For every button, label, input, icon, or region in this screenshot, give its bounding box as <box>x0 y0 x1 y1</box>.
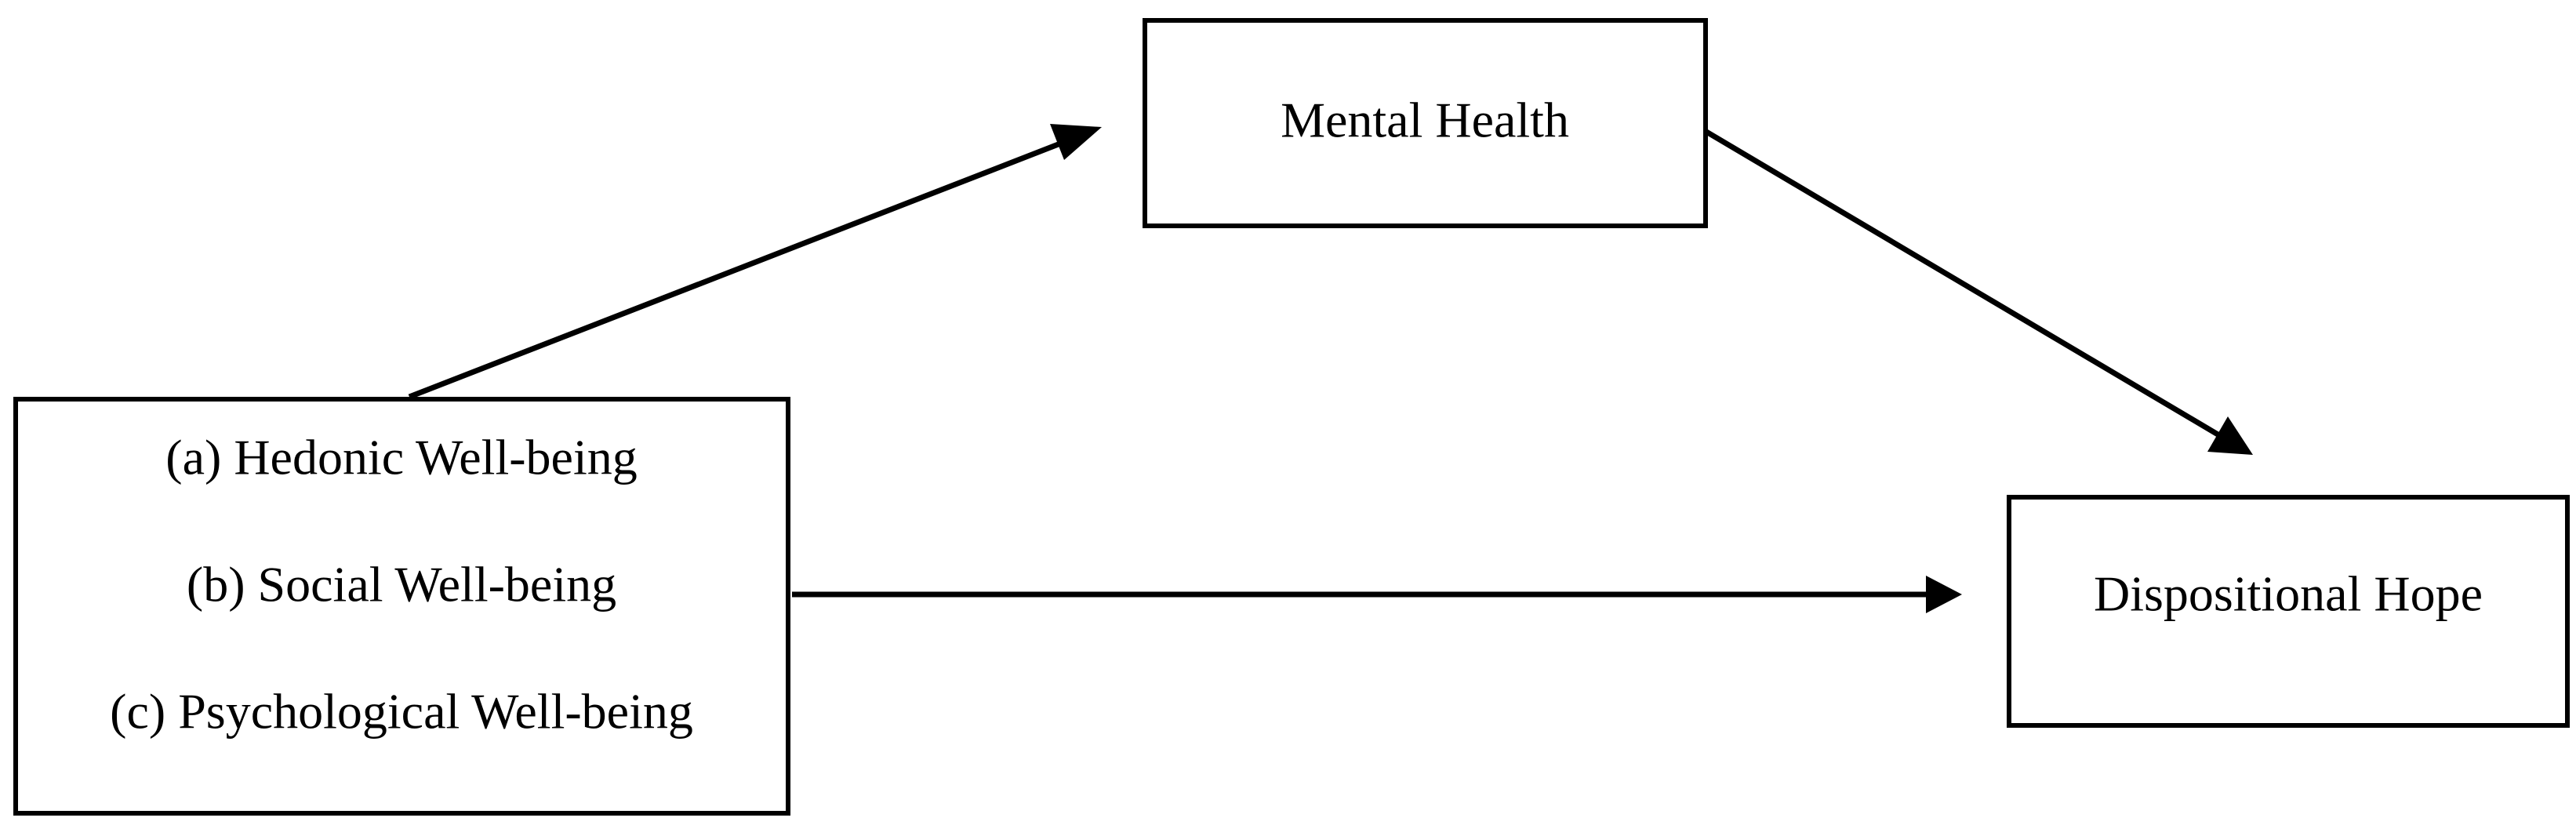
node-box <box>2007 495 2570 728</box>
node-box <box>13 397 790 816</box>
edge-mental-health-to-dispositional-hope <box>1705 129 2253 455</box>
well-being-line-hedonic: (a) Hedonic Well-being <box>165 430 637 485</box>
arrow-head <box>1926 576 1962 613</box>
node-dispositional-hope: Dispositional Hope <box>2007 495 2570 728</box>
node-label: Mental Health <box>1281 93 1569 148</box>
node-label: Dispositional Hope <box>2094 566 2483 622</box>
arrow-line <box>1705 129 2225 441</box>
well-being-line-psychological: (c) Psychological Well-being <box>110 684 693 740</box>
edge-well-being-to-dispositional-hope <box>792 576 1962 613</box>
edge-well-being-to-mental-health <box>408 124 1102 400</box>
node-mental-health: Mental Health <box>1143 18 1708 228</box>
arrow-head <box>1050 124 1102 160</box>
well-being-line-social: (b) Social Well-being <box>187 557 616 612</box>
arrow-line <box>408 136 1072 400</box>
node-well-being: (a) Hedonic Well-being (b) Social Well-b… <box>13 397 790 816</box>
node-box <box>1143 18 1708 228</box>
arrow-head <box>2207 416 2253 455</box>
